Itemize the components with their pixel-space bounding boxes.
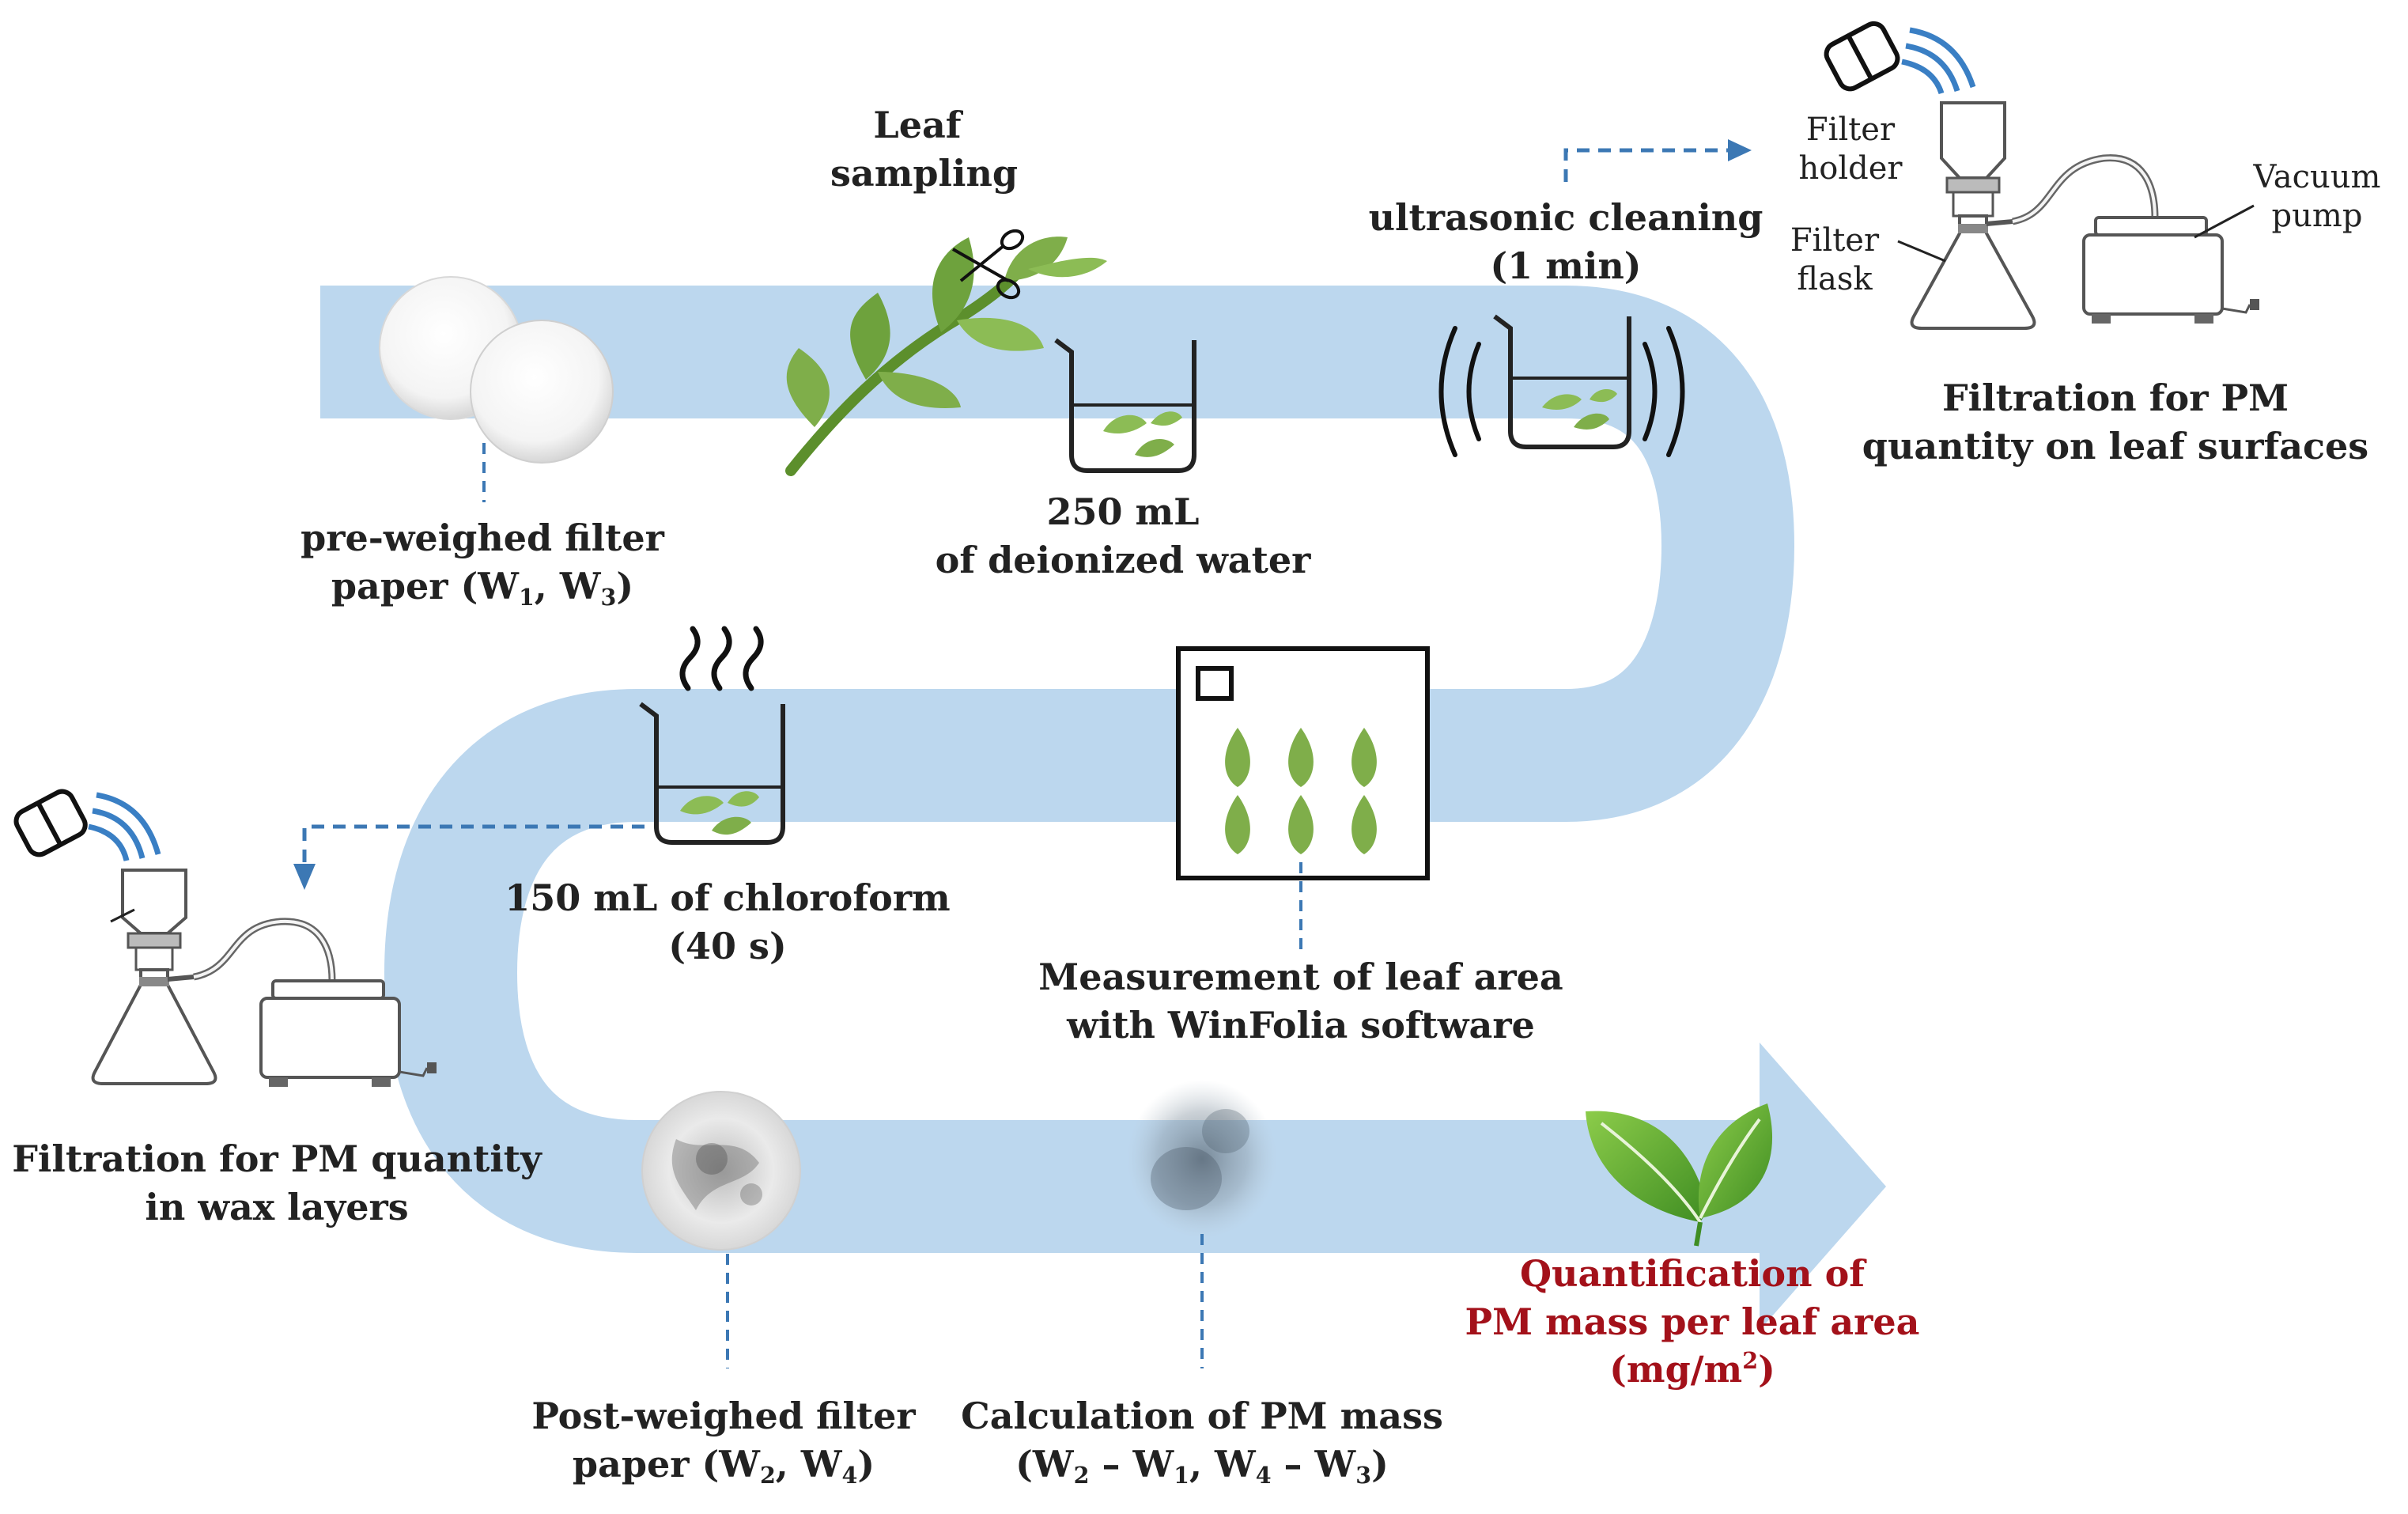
wash-bottle-icon bbox=[13, 789, 161, 861]
dashed-arrow-to-wax-filtration bbox=[293, 824, 645, 890]
leaf-sprig-icon bbox=[785, 237, 1107, 476]
wash-bottle-icon bbox=[1824, 21, 1976, 95]
postweighed-line-2: paper (W2, W4) bbox=[572, 1442, 875, 1489]
leaf-area-line-1: Measurement of leaf area bbox=[1038, 956, 1563, 998]
water-line-1: 250 mL bbox=[1046, 490, 1200, 533]
used-filter-paper-icon bbox=[641, 1091, 801, 1251]
preweighed-line-2: paper (W1, W3) bbox=[331, 564, 634, 611]
chloroform-line-1: 150 mL of chloroform bbox=[505, 876, 951, 919]
chloroform-beaker-icon bbox=[639, 702, 785, 845]
pm-mass-calc-label: Calculation of PM mass (W2 – W1, W4 – W3… bbox=[937, 1392, 1467, 1488]
leaf-sampling-label: Leaf sampling bbox=[830, 101, 1019, 197]
filtration-wax-label: Filtration for PM quantity in wax layers bbox=[4, 1135, 550, 1231]
heat-fumes-icon bbox=[679, 626, 764, 691]
calc-line-2: (W2 – W1, W4 – W3) bbox=[1015, 1442, 1389, 1489]
pm-dust-icon bbox=[1127, 1080, 1277, 1238]
leaf-sampling-line-2: sampling bbox=[830, 151, 1019, 195]
ultrasonic-beaker-icon bbox=[1493, 314, 1631, 449]
ultrasonic-line-1: ultrasonic cleaning bbox=[1368, 196, 1763, 239]
filtration-apparatus-top bbox=[1824, 21, 2259, 330]
quant-line-1: Quantification of bbox=[1519, 1252, 1866, 1295]
filtration-wax-line-1: Filtration for PM quantity bbox=[12, 1137, 542, 1180]
filter-holder-line-2: holder bbox=[1798, 150, 1903, 187]
filtration-wax-line-2: in wax layers bbox=[145, 1185, 409, 1228]
ultrasonic-label: ultrasonic cleaning (1 min) bbox=[1352, 194, 1779, 290]
chloroform-line-2: (40 s) bbox=[668, 924, 787, 967]
dashed-arrow-to-surface-filtration bbox=[1563, 139, 1752, 182]
filtration-surface-line-2: quantity on leaf surfaces bbox=[1862, 424, 2369, 467]
filtration-surface-line-1: Filtration for PM bbox=[1942, 377, 2289, 419]
leaf-area-line-2: with WinFolia software bbox=[1067, 1003, 1535, 1047]
filtration-surface-label: Filtration for PM quantity on leaf surfa… bbox=[1854, 374, 2376, 470]
scissors-icon bbox=[952, 229, 1025, 300]
filtration-apparatus-wax bbox=[13, 789, 437, 1087]
vacuum-pump-line-2: pump bbox=[2271, 197, 2363, 234]
flow-band bbox=[320, 286, 1794, 1253]
filter-paper-icon bbox=[379, 276, 614, 464]
filter-flask-label: Filter flask bbox=[1771, 221, 1898, 299]
flow-arrowhead bbox=[1760, 1043, 1886, 1330]
leaf-sampling-line-1: Leaf bbox=[873, 104, 962, 146]
quantification-label: Quantification of PM mass per leaf area … bbox=[1439, 1250, 1945, 1394]
sound-wave-icon bbox=[1438, 326, 1685, 457]
filter-holder-line-1: Filter bbox=[1805, 112, 1896, 148]
postweighed-line-1: Post-weighed filter bbox=[531, 1395, 916, 1437]
beaker-water-icon bbox=[1054, 338, 1196, 473]
leaf-area-label: Measurement of leaf area with WinFolia s… bbox=[1028, 953, 1574, 1049]
vacuum-pump-label: Vacuum pump bbox=[2238, 158, 2396, 236]
quant-line-2: PM mass per leaf area bbox=[1465, 1300, 1920, 1343]
chloroform-label: 150 mL of chloroform (40 s) bbox=[490, 874, 965, 970]
preweighed-line-1: pre-weighed filter bbox=[301, 517, 664, 559]
quant-line-3: (mg/m2) bbox=[1609, 1347, 1775, 1391]
filter-flask-line-2: flask bbox=[1797, 260, 1873, 297]
ultrasonic-line-2: (1 min) bbox=[1490, 244, 1642, 287]
vacuum-pump-line-1: Vacuum bbox=[2253, 159, 2381, 195]
water-line-2: of deionized water bbox=[935, 538, 1311, 581]
deionized-water-label: 250 mL of deionized water bbox=[909, 488, 1336, 584]
leaf-scanner-icon bbox=[1176, 646, 1430, 880]
green-leaves-icon bbox=[1586, 1103, 1773, 1247]
filter-holder-label: Filter holder bbox=[1787, 111, 1914, 188]
filter-flask-line-1: Filter bbox=[1790, 222, 1880, 259]
calc-line-1: Calculation of PM mass bbox=[961, 1395, 1443, 1437]
preweighed-filter-label: pre-weighed filter paper (W1, W3) bbox=[273, 514, 692, 610]
postweighed-filter-label: Post-weighed filter paper (W2, W4) bbox=[502, 1392, 945, 1488]
